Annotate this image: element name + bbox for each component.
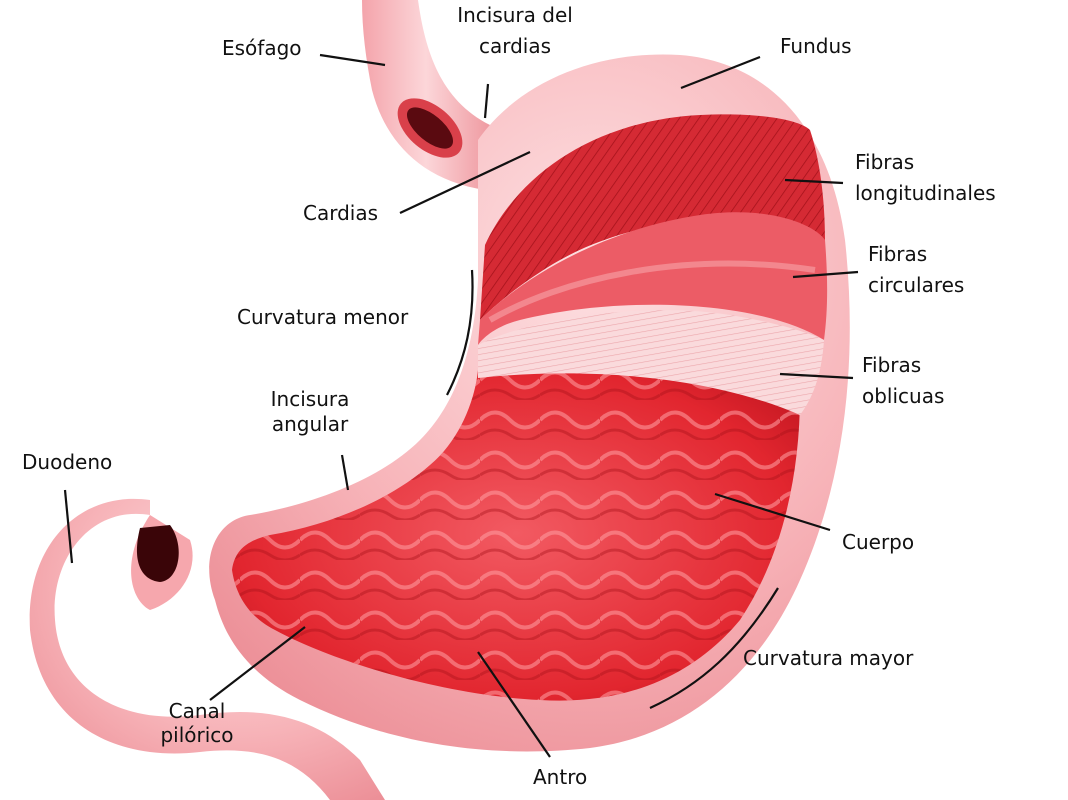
leader-fibras-longitudinales: [784, 178, 844, 185]
label-canal-pilorico: Canal pilórico: [137, 699, 257, 747]
leader-canal-pilorico: [209, 626, 306, 701]
circular-fibers: [478, 212, 828, 345]
label-fundus: Fundus: [780, 34, 852, 58]
label-line: Canal: [168, 699, 226, 723]
label-curvatura-menor: Curvatura menor: [237, 305, 409, 329]
label-line: longitudinales: [855, 181, 996, 205]
label-fibras-longitudinales: Fibras longitudinales: [855, 147, 996, 209]
leader-antro: [477, 651, 551, 758]
label-incisura-cardias: Incisura del cardias: [440, 0, 590, 62]
label-esofago: Esófago: [222, 36, 302, 60]
duodenum: [29, 498, 385, 800]
label-line: Fibras: [855, 150, 915, 174]
label-line: circulares: [868, 273, 965, 297]
leader-cuerpo: [714, 492, 831, 532]
leader-curvatura-mayor: [649, 587, 779, 709]
label-line: Fibras: [868, 242, 928, 266]
label-line: pilórico: [160, 723, 234, 747]
label-duodeno: Duodeno: [22, 450, 113, 474]
label-curvatura-mayor: Curvatura mayor: [743, 646, 914, 670]
label-cardias: Cardias: [303, 201, 379, 225]
label-fibras-circulares: Fibras circulares: [868, 239, 964, 301]
pylorus-lumen: [136, 525, 179, 582]
label-line: Incisura: [270, 387, 350, 411]
label-incisura-angular: Incisura angular: [240, 387, 380, 437]
leader-duodeno: [63, 489, 74, 564]
leader-esofago: [319, 53, 386, 67]
leader-incisura-cardias: [483, 83, 490, 119]
label-fibras-oblicuas: Fibras oblicuas: [862, 350, 944, 412]
leader-incisura-angular: [340, 454, 350, 491]
label-line: Fibras: [862, 353, 922, 377]
label-line: oblicuas: [862, 384, 945, 408]
leader-fibras-oblicuas: [779, 372, 854, 380]
leader-fibras-circulares: [792, 270, 859, 279]
oblique-fibers: [478, 310, 824, 415]
label-line: cardias: [478, 34, 552, 58]
leader-curvatura-menor: [446, 269, 474, 396]
label-antro: Antro: [533, 765, 588, 789]
leader-cardias: [399, 151, 531, 214]
label-line: angular: [271, 412, 349, 436]
label-cuerpo: Cuerpo: [842, 530, 915, 554]
longitudinal-fibers: [480, 114, 825, 320]
leader-fundus: [680, 55, 761, 90]
label-line: Incisura del: [457, 3, 573, 27]
